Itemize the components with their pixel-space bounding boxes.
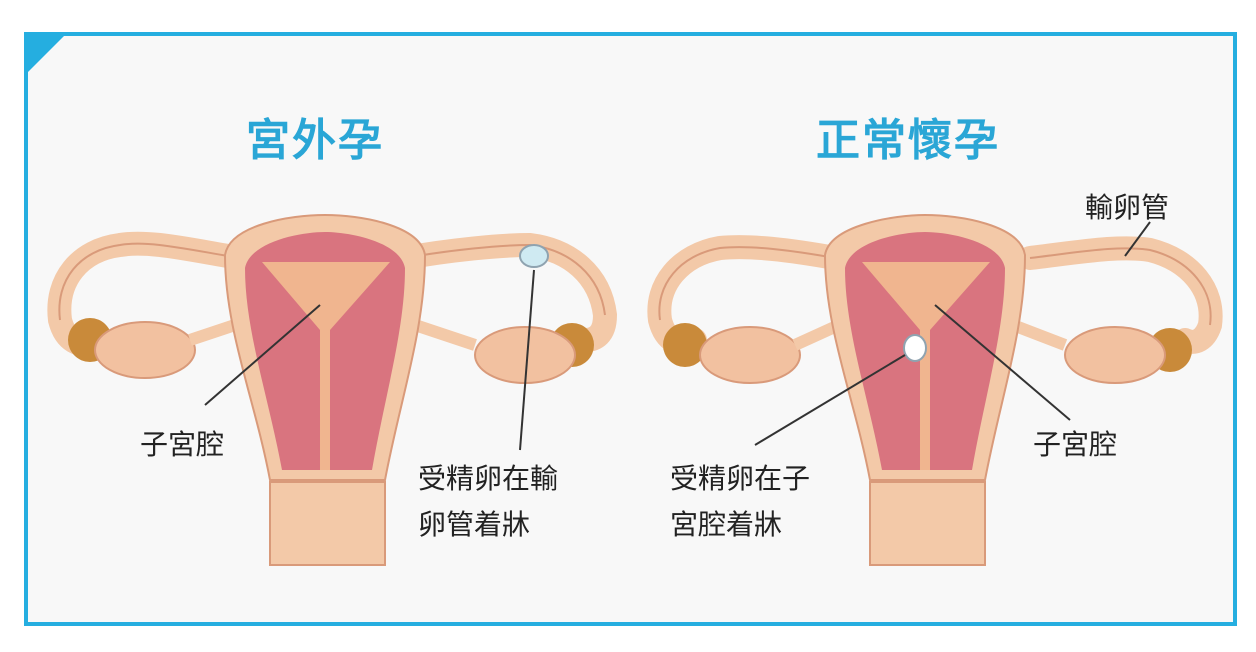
left-implant-leader-line (519, 269, 535, 451)
left-ovary-left (94, 321, 196, 379)
right-uterine-cavity (862, 262, 990, 470)
right-implant-label-line2: 宮腔着牀 (670, 508, 783, 541)
right-uterus-illustration (647, 213, 1223, 566)
left-cervix (269, 481, 386, 566)
frame-corner-accent (24, 32, 68, 76)
right-implant-leader-line (754, 354, 906, 446)
right-ovary-left (699, 326, 801, 384)
right-embryo-in-uterus (903, 334, 927, 362)
right-implant-label-line1: 受精卵在子 (670, 462, 811, 495)
right-cavity-leader-line (934, 304, 1071, 421)
right-tube-leader-line (1124, 221, 1151, 257)
left-uterine-cavity (262, 262, 390, 470)
left-uterus-illustration (47, 213, 618, 566)
right-fallopian-tube-label: 輸卵管 (1085, 191, 1170, 224)
right-uterine-cavity-label: 子宮腔 (1033, 428, 1118, 461)
left-implant-label-line2: 卵管着牀 (418, 508, 531, 541)
right-fimbriae-left (663, 323, 707, 367)
normal-pregnancy-title: 正常懷孕 (816, 115, 1000, 166)
left-uterine-cavity-label: 子宮腔 (140, 428, 225, 461)
right-cervix (869, 481, 986, 566)
left-cavity-leader-line (204, 304, 321, 406)
left-embryo-in-tube (519, 244, 549, 268)
right-ovary-right (1064, 326, 1166, 384)
left-implant-label-line1: 受精卵在輸 (418, 462, 559, 495)
ectopic-pregnancy-title: 宮外孕 (246, 115, 384, 166)
